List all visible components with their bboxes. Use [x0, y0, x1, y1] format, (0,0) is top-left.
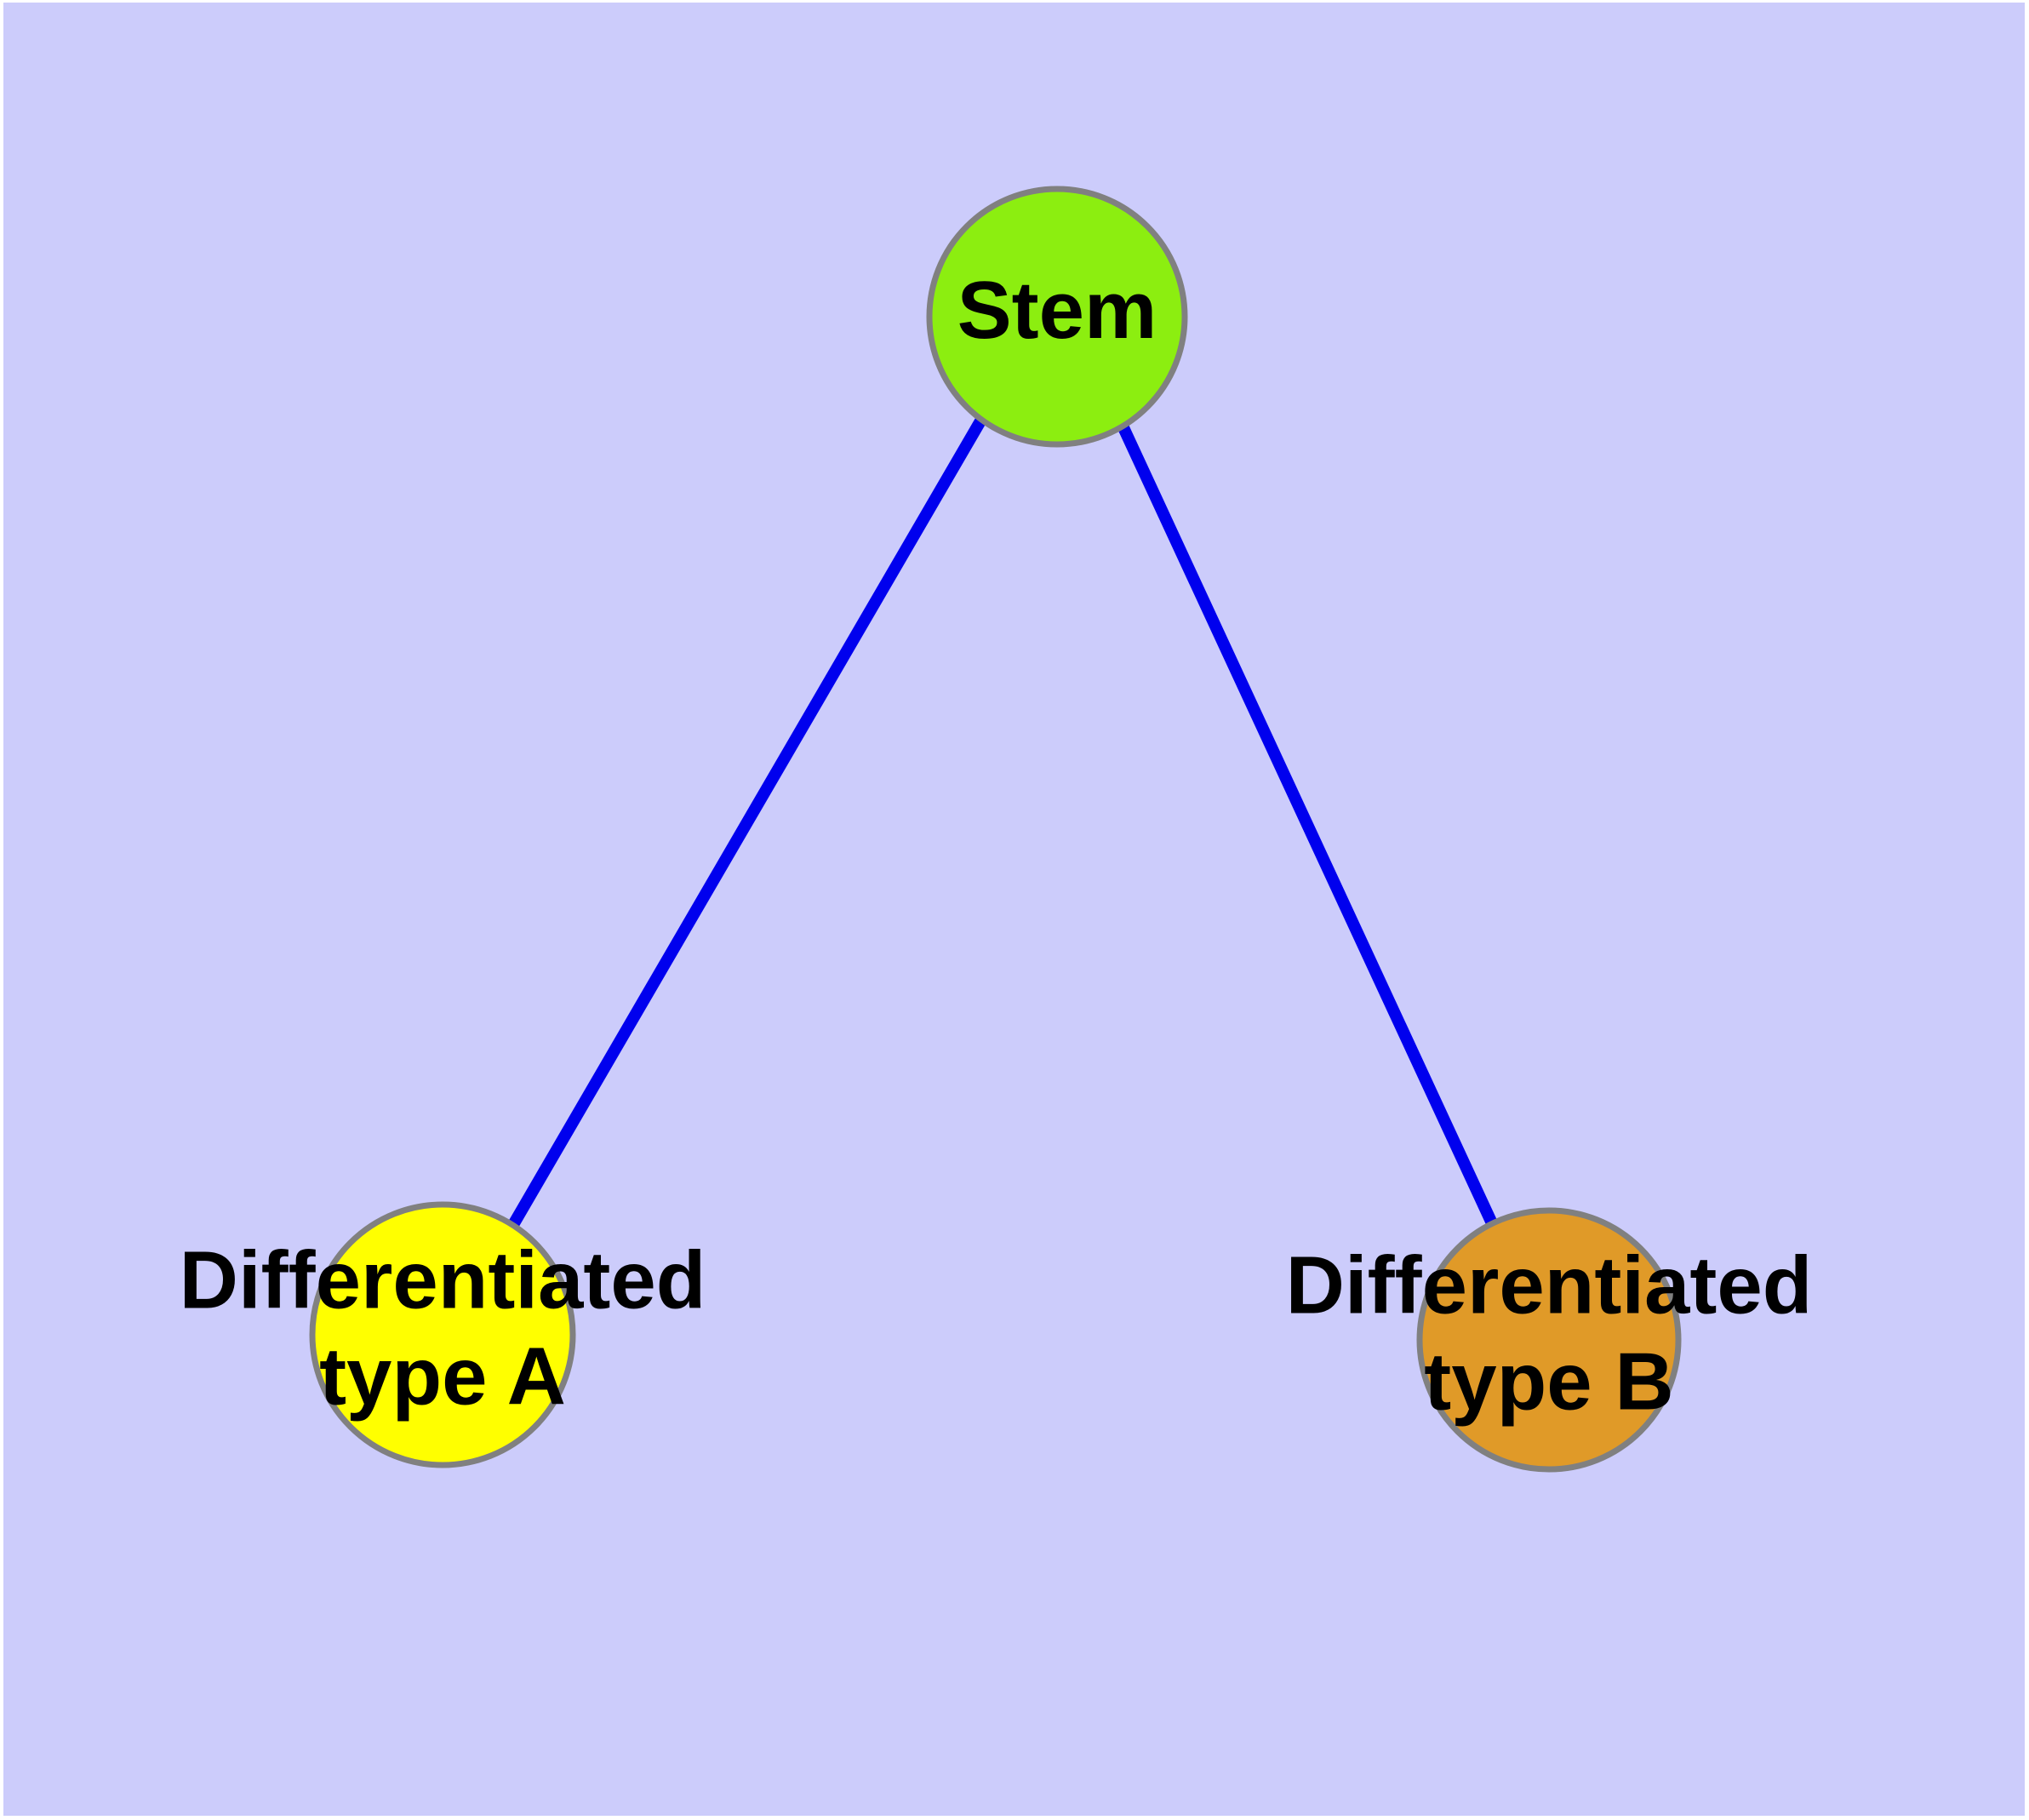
node-label-line: Differentiated — [1286, 1240, 1813, 1331]
node-label-line: Stem — [957, 265, 1157, 356]
node-stem-label: Stem — [957, 265, 1157, 356]
node-label-line: Differentiated — [180, 1235, 706, 1326]
node-stem[interactable]: Stem — [926, 186, 1188, 448]
node-label-line: type B — [1424, 1336, 1673, 1428]
node-differentiated-type-a-circle[interactable] — [309, 1201, 576, 1468]
edge-group — [508, 416, 1498, 1227]
node-differentiated-type-b-circle[interactable] — [1416, 1207, 1682, 1473]
edge-stem-to-diff-a[interactable] — [508, 416, 987, 1227]
node-stem-circle[interactable] — [926, 186, 1188, 448]
edge-stem-to-diff-b[interactable] — [1116, 421, 1498, 1226]
node-label-line: type A — [319, 1331, 566, 1422]
